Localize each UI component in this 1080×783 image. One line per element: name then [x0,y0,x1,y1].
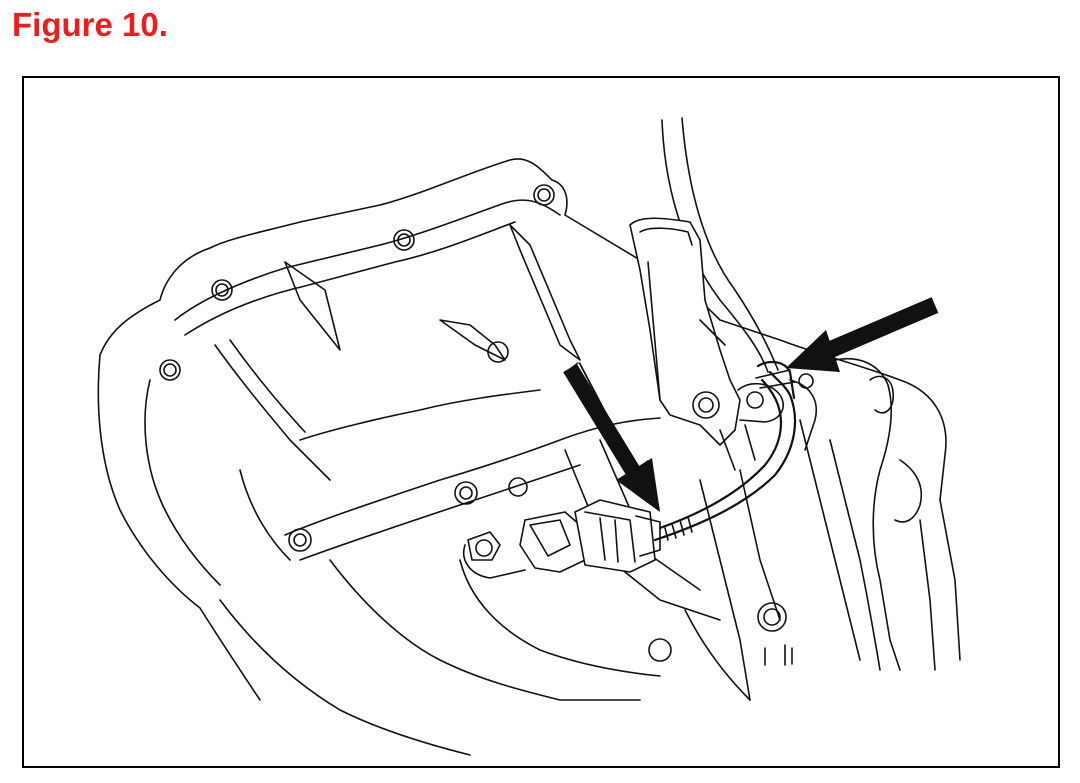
wire-harness [653,370,797,542]
bolt-hole-7 [508,477,528,497]
rib-1 [284,261,341,351]
sensor-body [519,511,586,573]
bolt-hole-3 [533,184,555,206]
bolt-hole-8 [757,602,787,632]
harness-bracket [629,217,741,446]
arrow-to-connector [563,362,660,512]
bolt-hole-2 [393,229,415,251]
transmission-illustration [97,117,961,756]
figure-title: Figure 10. [12,6,168,43]
bolt-hole-5 [288,528,312,552]
rib-2 [439,319,506,361]
upper-flange [174,199,561,321]
sensor-bolt [467,531,501,561]
illustration-frame [22,76,1060,768]
arrow-to-harness-clamp [786,297,939,372]
bolt-hole-9 [648,638,672,662]
bolt-hole-4 [159,359,181,381]
rib-3 [509,224,581,361]
housing-left-edge [97,354,261,701]
connector-body [574,499,656,573]
cable [661,119,769,373]
housing-left-inner [144,379,221,586]
housing-outline [99,158,641,356]
bolt-hole-1 [211,279,233,301]
bracket-bolt [692,391,720,419]
bolt-hole-6 [454,481,478,505]
